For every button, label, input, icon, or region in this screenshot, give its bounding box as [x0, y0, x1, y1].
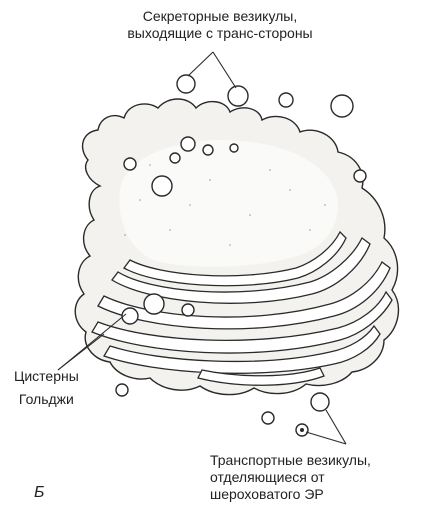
vesicle: [203, 145, 213, 155]
vesicle: [124, 158, 136, 170]
vesicle: [262, 412, 274, 424]
vesicle: [181, 137, 195, 151]
golgi-cisterns-label-line: Гольджи: [14, 391, 79, 408]
transport-vesicles-label-line: Транспортные везикулы,: [210, 452, 371, 469]
secretory-vesicles-label-line: выходящие с транс-стороны: [100, 25, 340, 42]
secretory-vesicles-label-line: Секреторные везикулы,: [100, 8, 340, 25]
vesicle: [116, 384, 128, 396]
vesicle: [354, 170, 366, 182]
vesicle: [300, 428, 304, 432]
panel-letter: Б: [34, 484, 44, 502]
transport-vesicles-label-line: шероховатого ЭР: [210, 486, 371, 503]
vesicle: [230, 144, 238, 152]
vesicle: [228, 86, 248, 106]
leader-line: [188, 52, 213, 76]
vesicle: [311, 393, 329, 411]
vesicle: [152, 176, 172, 196]
secretory-vesicles-label: Секреторные везикулы, выходящие с транс-…: [100, 8, 340, 42]
golgi-lumen: [119, 140, 338, 267]
vesicle: [279, 93, 293, 107]
vesicle: [144, 294, 164, 314]
vesicle: [170, 153, 180, 163]
transport-vesicles-label: Транспортные везикулы, отделяющиеся от ш…: [210, 452, 371, 503]
vesicle: [182, 304, 194, 316]
golgi-cisterns-label-line: Цистерны: [14, 368, 79, 385]
golgi-cisterns-label: Цистерны Гольджи: [14, 368, 79, 408]
vesicle: [177, 75, 195, 93]
leader-line: [213, 52, 236, 88]
transport-vesicles-label-line: отделяющиеся от: [210, 469, 371, 486]
vesicle: [331, 95, 353, 117]
